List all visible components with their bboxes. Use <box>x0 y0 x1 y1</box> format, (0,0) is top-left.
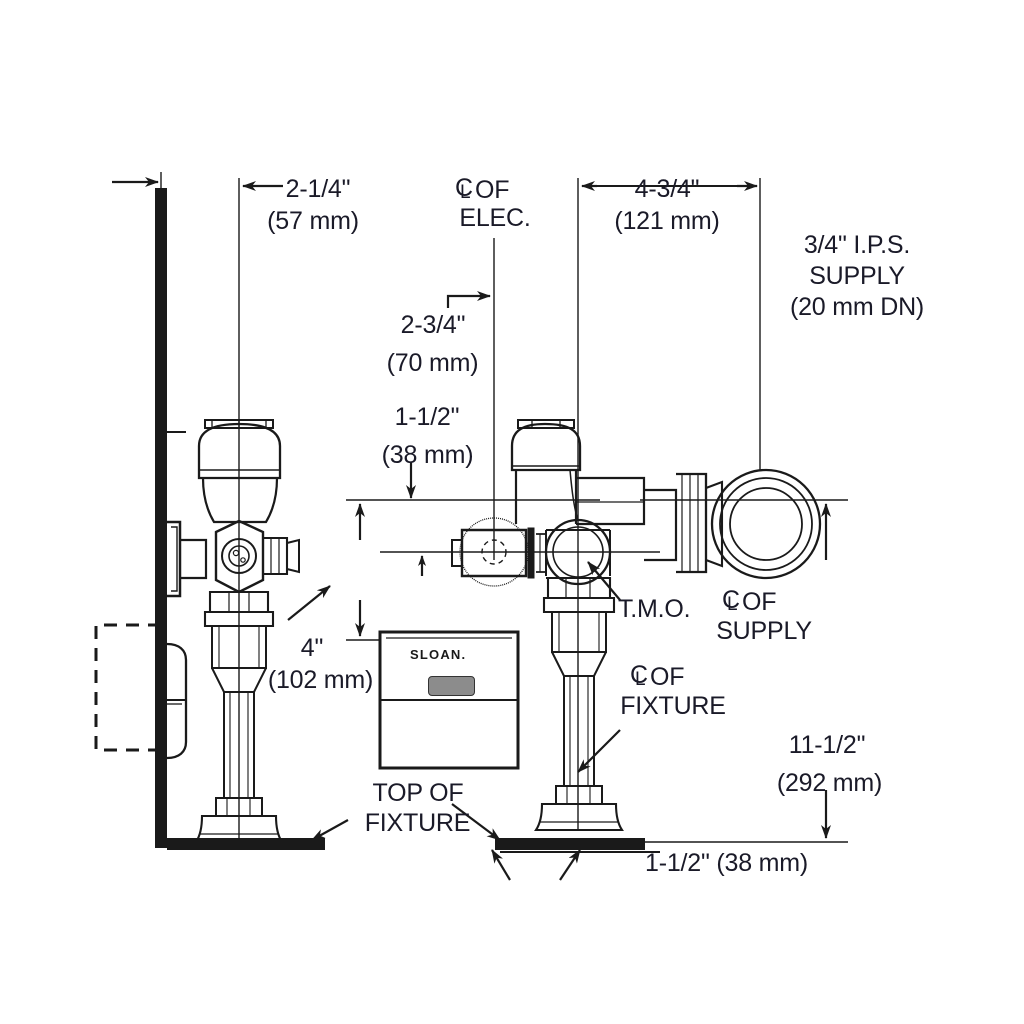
dim-tmo-in: 2-3/4" <box>400 311 466 339</box>
dim-wall-offset-in: 2-1/4" <box>285 175 351 203</box>
dim-wall-offset-mm: (57 mm) <box>267 207 359 235</box>
dim-elec-fixture-in: 4-3/4" <box>634 175 700 203</box>
cl-elec-sub: ELEC. <box>459 204 531 232</box>
cl-fixture-label: C L OF <box>630 661 685 691</box>
dim-sensor-height-mm: (102 mm) <box>267 666 374 694</box>
dim-sensor-leader <box>287 585 331 621</box>
dim-spud-height: 1-1/2" (38 mm) <box>645 849 809 877</box>
sensor-box-front <box>378 630 520 770</box>
cl-supply-label: C L OF <box>722 586 777 616</box>
extension-lines <box>160 172 848 850</box>
supply-size-line2: SUPPLY <box>809 262 905 290</box>
centerline-icon: C L <box>455 174 473 203</box>
tmo-label: T.M.O. <box>618 595 691 623</box>
dim-tmo-leader <box>446 291 491 308</box>
dim-offset-mm: (38 mm) <box>381 441 474 469</box>
sensor-window-icon <box>428 676 475 696</box>
cl-supply-sub: SUPPLY <box>716 617 812 645</box>
dim-elec-fixture-mm: (121 mm) <box>614 207 720 235</box>
right-flushometer-assembly <box>451 419 822 832</box>
dim-offset-in: 1-1/2" <box>394 403 460 431</box>
cl-fixture-sub: FIXTURE <box>620 692 726 720</box>
tmo-leader <box>587 561 621 601</box>
sloan-logo: SLOAN. <box>410 647 467 662</box>
top-of-fixture-line1: TOP OF <box>372 779 464 807</box>
left-flushometer-assembly <box>166 419 300 844</box>
top-of-fixture-line2: FIXTURE <box>364 809 471 837</box>
hidden-junction-box <box>94 623 161 752</box>
dim-spud-height <box>491 849 660 881</box>
supply-size-line3: (20 mm DN) <box>789 293 925 321</box>
centerline-icon: C L <box>722 586 740 615</box>
dim-tmo-mm: (70 mm) <box>386 349 479 377</box>
fixture-top-lines <box>167 838 645 850</box>
top-of-fixture-leaders <box>311 803 501 841</box>
supply-size-line1: 3/4" I.P.S. <box>803 231 911 259</box>
dim-total-height-mm: (292 mm) <box>776 769 883 797</box>
dim-total-height-in: 11-1/2" <box>788 731 866 759</box>
dim-sensor-height-in: 4" <box>300 634 324 662</box>
top-dimension-arrows <box>112 177 758 191</box>
cl-elec-label: C L OF <box>455 174 510 204</box>
cl-fixture-leader <box>577 729 621 773</box>
wall-section <box>155 188 167 848</box>
centerline-icon: C L <box>630 661 648 690</box>
